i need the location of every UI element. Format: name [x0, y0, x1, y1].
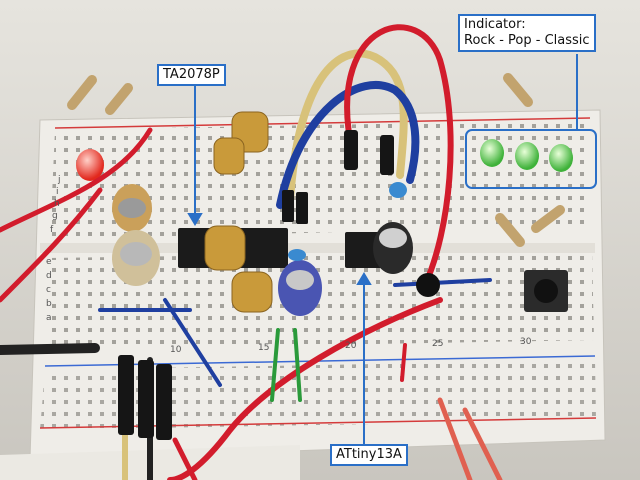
- row-letter-c: c: [46, 285, 51, 295]
- breadboard-labels: f g h i j a b c d e 10 15 20 25 30: [46, 175, 532, 355]
- row-letter-b: b: [46, 299, 52, 309]
- electrolytic-capacitors: [112, 184, 413, 316]
- resistors: [67, 73, 565, 247]
- row-letter-e: e: [46, 257, 52, 267]
- callout-ta2078p-text: TA2078P: [163, 67, 220, 82]
- header-pins: [118, 355, 172, 440]
- row-letter-a: a: [46, 313, 52, 323]
- callout-attiny13a-text: ATtiny13A: [336, 447, 402, 462]
- column-number-15: 15: [258, 343, 269, 353]
- green-led-rock: [480, 139, 504, 167]
- red-led: [76, 149, 104, 181]
- row-letter-h: h: [54, 199, 60, 209]
- green-led-classic: [549, 144, 573, 172]
- column-number-20: 20: [345, 341, 357, 351]
- green-led-pop: [515, 142, 539, 170]
- callout-indicator-title: Indicator:: [464, 17, 526, 32]
- callout-attiny13a: ATtiny13A: [330, 444, 408, 466]
- column-number-10: 10: [170, 345, 182, 355]
- callout-connectors: [187, 54, 597, 444]
- jumper-wires: [0, 24, 503, 480]
- ceramic-capacitor-2: [288, 249, 306, 261]
- row-letter-i: i: [56, 187, 59, 197]
- row-letter-g: g: [52, 211, 58, 221]
- column-number-30: 30: [520, 337, 532, 347]
- tantalum-capacitors: [204, 111, 273, 313]
- callout-indicator-modes: Rock - Pop - Classic: [464, 33, 590, 48]
- row-letter-f: f: [50, 225, 54, 235]
- ceramic-capacitor: [389, 182, 407, 198]
- row-letter-j: j: [57, 175, 61, 185]
- callout-indicator: Indicator: Rock - Pop - Classic: [458, 14, 596, 52]
- row-letter-d: d: [46, 271, 52, 281]
- callout-ta2078p: TA2078P: [157, 64, 226, 86]
- column-number-25: 25: [432, 339, 443, 349]
